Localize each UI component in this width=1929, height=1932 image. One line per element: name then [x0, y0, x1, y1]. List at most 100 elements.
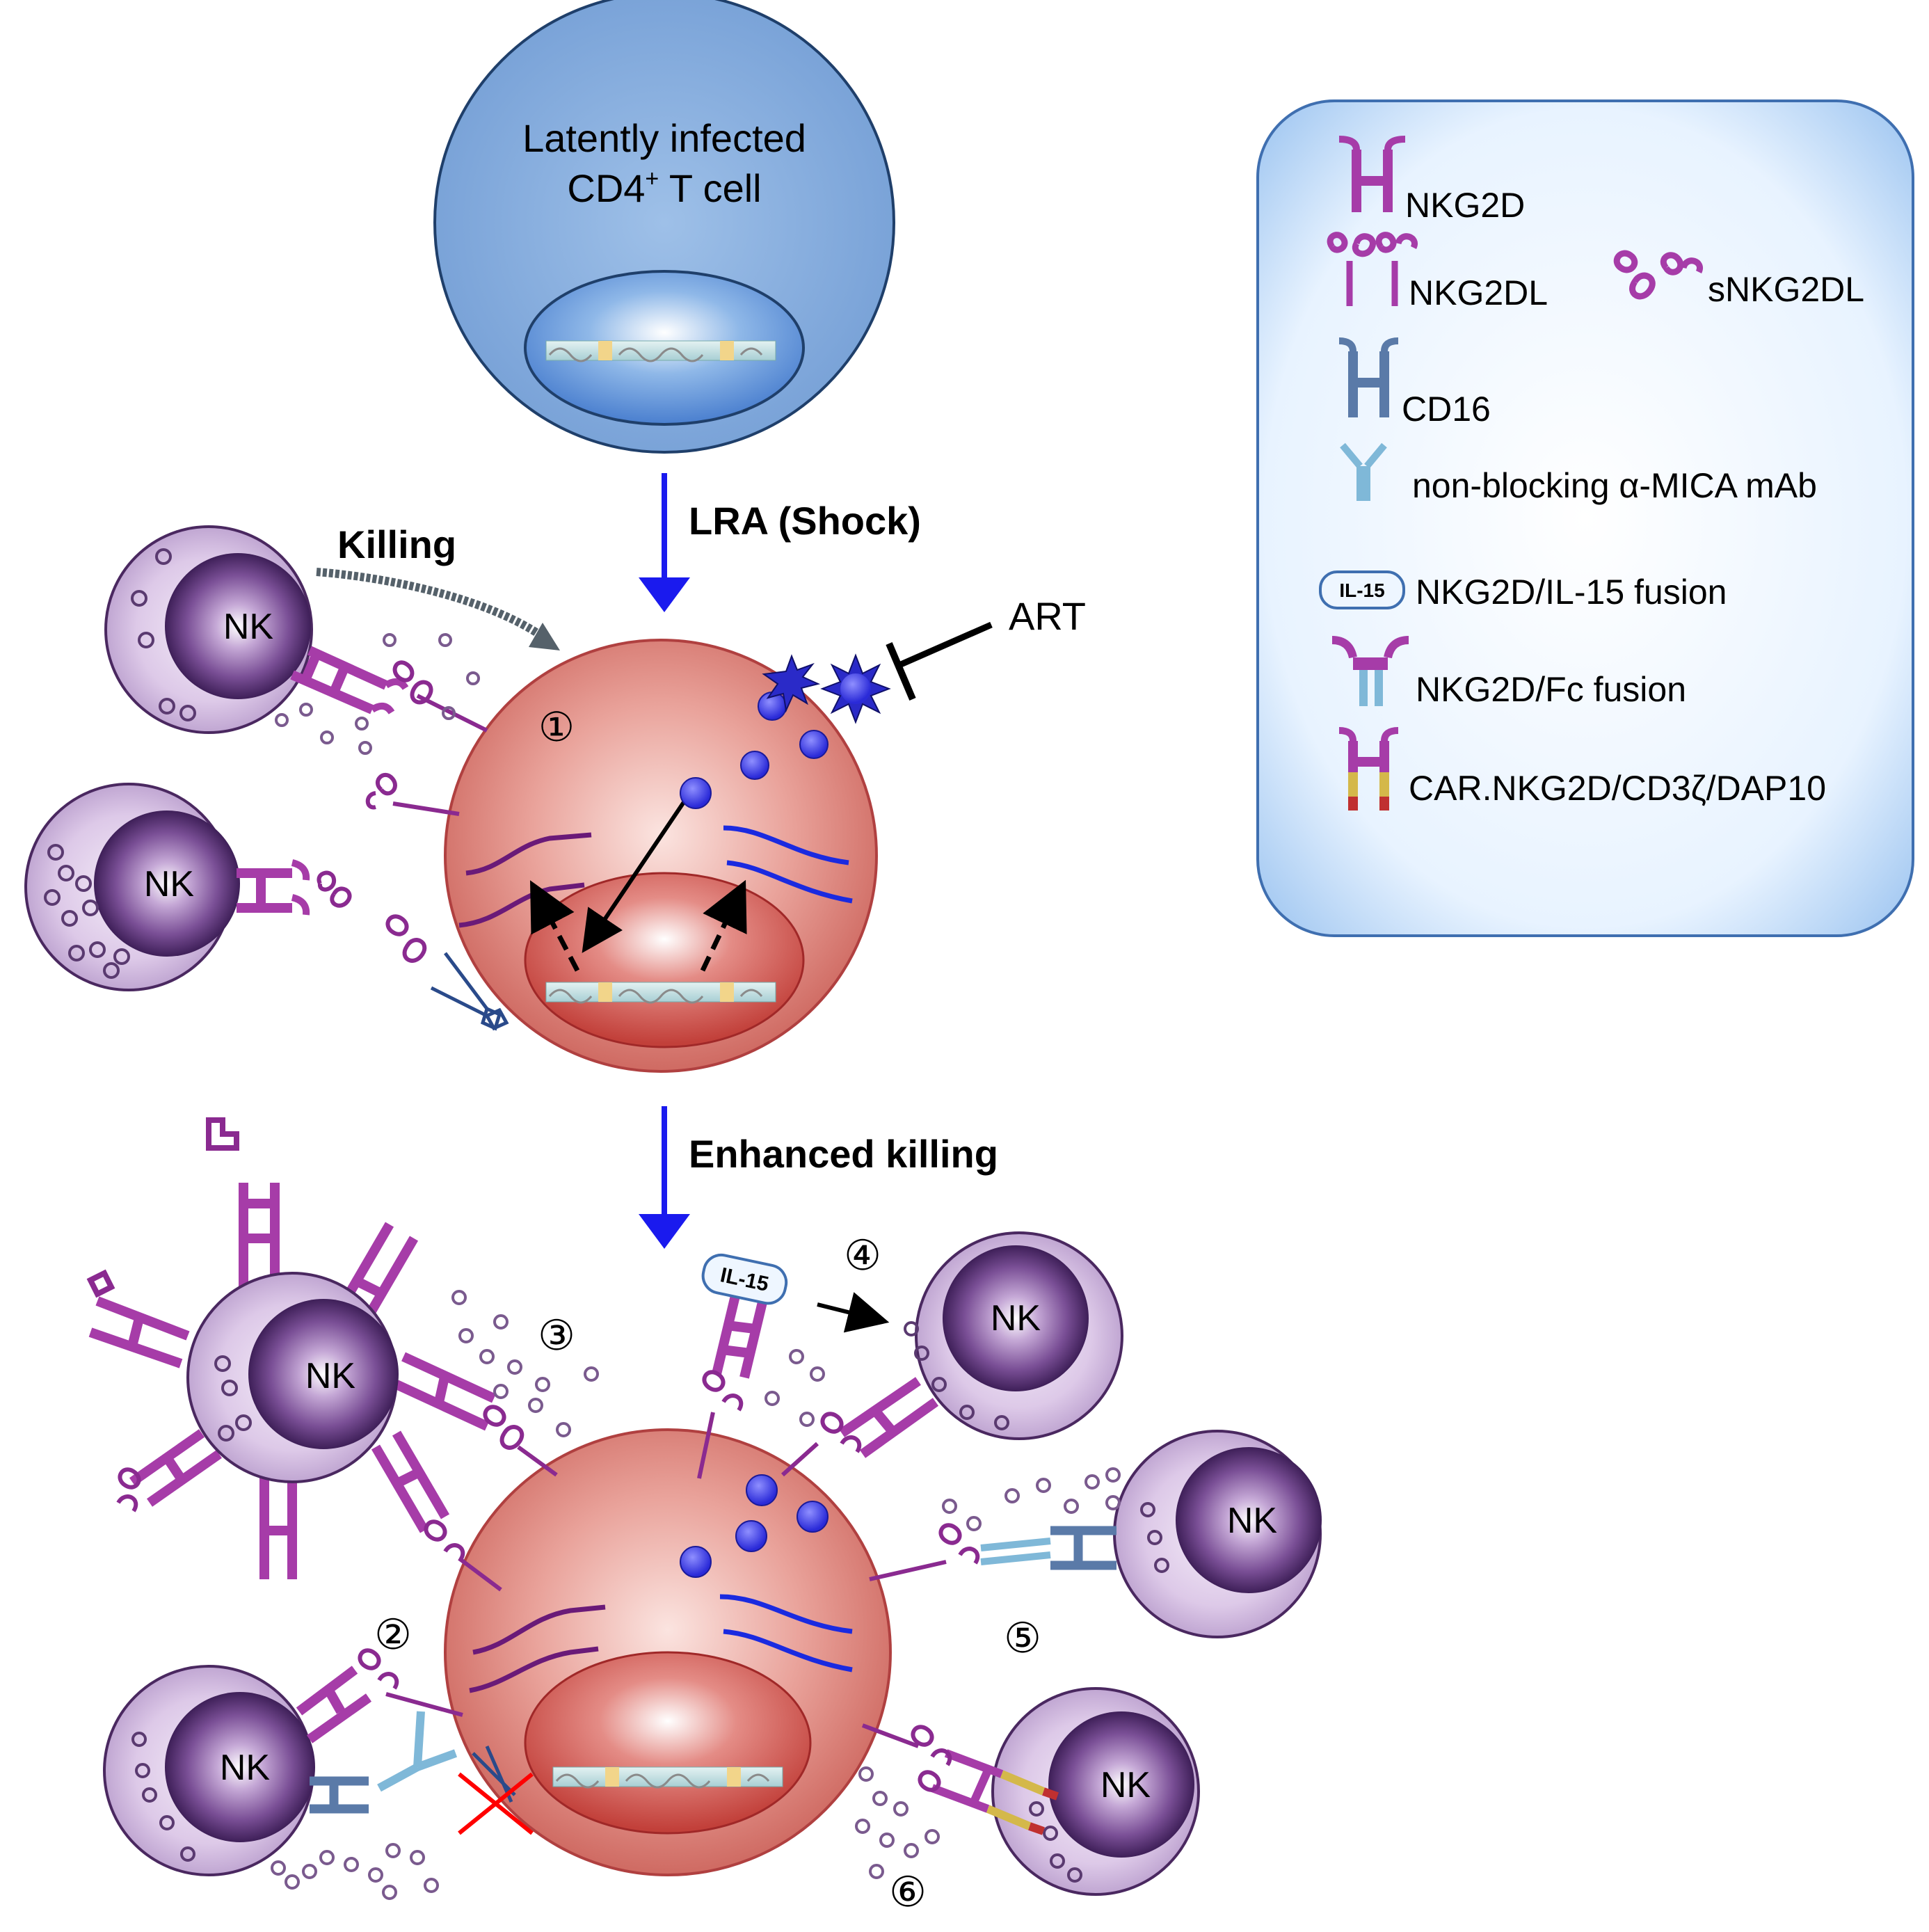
shed-fragment — [86, 1117, 239, 1298]
snkg2dl-bound — [317, 870, 352, 908]
nk-cell-4: NK — [904, 1231, 1123, 1440]
bottom-nucleus — [524, 1651, 812, 1835]
granules — [855, 1766, 940, 1879]
nkg2d-receptor — [237, 859, 310, 916]
provirus-dna — [545, 982, 776, 1004]
granules — [765, 1349, 825, 1427]
shock-arrow — [639, 473, 690, 612]
nkg2d-receptor — [296, 1666, 372, 1743]
granules — [271, 1843, 439, 1900]
cd16-receptor — [1050, 1526, 1116, 1570]
snkg2dl-bound — [358, 1648, 463, 1717]
legend-panel: NKG2D NKG2DL sNKG2DL CD16 non-blocking α… — [1256, 99, 1914, 937]
virion — [740, 751, 769, 780]
cd16-receptor — [310, 1776, 369, 1814]
nk-label: NK — [305, 1356, 356, 1396]
legend-car-label: CAR.NKG2D/CD3ζ/DAP10 — [1409, 769, 1826, 808]
legend-nkg2dl-icon — [1327, 232, 1418, 306]
mrna-purple-1 — [465, 832, 592, 876]
nkg2d-receptor-array — [88, 1183, 496, 1579]
car-nkg2d — [930, 1749, 1059, 1835]
legend-il15-icon: IL-15 — [1319, 570, 1405, 609]
nk-cell-mid-bottom: NK — [24, 783, 240, 991]
legend-nkg2dl-label: NKG2DL — [1409, 273, 1548, 312]
enhanced-killing-label: Enhanced killing — [689, 1132, 998, 1176]
virion — [799, 730, 829, 759]
dashed-arrow-right — [700, 879, 747, 972]
shed-snkg2dl — [385, 914, 427, 963]
marker-1: ① — [538, 705, 575, 750]
granules — [275, 633, 480, 755]
nk-label: NK — [991, 1298, 1041, 1339]
granules — [942, 1467, 1121, 1531]
legend-il15-tag: IL-15 — [1339, 580, 1384, 601]
alpha-mica-mab — [377, 1711, 458, 1792]
nkg2dl-ligand — [365, 772, 460, 816]
budding-virions — [762, 653, 891, 724]
legend-mab-icon — [1340, 442, 1387, 501]
nk-label: NK — [220, 1748, 271, 1788]
legend-car-icon — [1338, 727, 1399, 811]
virion — [797, 1501, 829, 1533]
il15-arrow — [817, 1292, 890, 1333]
art-inhibition — [886, 621, 993, 701]
enhanced-arrow — [639, 1106, 690, 1249]
killing-label: Killing — [337, 522, 456, 566]
latent-cell-title: Latently infected — [522, 116, 806, 160]
mrna-blue-1 — [723, 825, 849, 865]
nk-label: NK — [1100, 1765, 1151, 1805]
nkg2dl-ligand — [392, 660, 488, 733]
nkg2d-receptor — [290, 646, 409, 714]
legend-fc-fusion-label: NKG2D/Fc fusion — [1416, 670, 1686, 709]
legend-fc-fusion-icon — [1331, 636, 1409, 706]
provirus-dna — [552, 1766, 783, 1789]
virion — [735, 1520, 767, 1552]
nk-label: NK — [144, 864, 195, 904]
nk-label: NK — [223, 607, 274, 647]
marker-4: ④ — [844, 1232, 881, 1279]
dashed-arrow-left — [530, 880, 580, 972]
nk-cell-2: NK — [103, 1665, 315, 1876]
snkg2dl-bound — [869, 1523, 980, 1581]
snkg2dl-bound — [861, 1723, 952, 1766]
legend-cd16-icon — [1338, 337, 1399, 417]
legend-mab-label: non-blocking α-MICA mAb — [1412, 466, 1817, 505]
virion — [746, 1474, 778, 1506]
nkg2d-il15-fusion: IL-15 — [701, 1253, 788, 1379]
mrna-blue — [719, 1594, 853, 1634]
legend-il15-fusion-label: NKG2D/IL-15 fusion — [1416, 573, 1727, 612]
legend-snkg2dl-label: sNKG2DL — [1708, 270, 1864, 309]
mrna-blue-2 — [726, 860, 853, 904]
granules — [451, 1290, 599, 1437]
shock-label: LRA (Shock) — [689, 499, 921, 543]
virion — [680, 777, 712, 809]
snkg2dl-bound — [697, 1370, 744, 1479]
blocked-scissors-icon — [458, 1745, 534, 1835]
virion — [680, 1546, 712, 1578]
nk-cell-mid-top: NK — [104, 525, 313, 734]
target-cell-bottom — [444, 1428, 892, 1876]
reactivated-cell — [444, 639, 878, 1073]
scissors-icon — [430, 952, 509, 1031]
legend-snkg2dl-icon — [1613, 250, 1703, 300]
mrna-blue — [723, 1629, 853, 1672]
nkg2d-fc-fusion — [980, 1538, 1051, 1565]
mrna-purple — [469, 1646, 599, 1693]
solid-arrow — [582, 799, 687, 953]
legend-nkg2d-label: NKG2D — [1405, 186, 1525, 225]
marker-5: ⑤ — [1004, 1615, 1041, 1661]
snkg2dl-bound — [781, 1412, 862, 1477]
killing-arrow — [316, 568, 545, 640]
nk-cell-3: NK — [88, 1183, 496, 1579]
latent-infected-cell: Latently infected CD4+ T cell — [433, 0, 895, 454]
integrated-provirus-dna — [545, 340, 776, 362]
nk-cell-5: NK — [1113, 1430, 1322, 1638]
legend-nkg2d-icon — [1338, 136, 1406, 212]
art-label: ART — [1009, 594, 1086, 638]
marker-6: ⑥ — [889, 1869, 927, 1915]
mrna-purple — [472, 1604, 606, 1655]
nk-label: NK — [1227, 1501, 1278, 1541]
marker-2: ② — [374, 1611, 412, 1658]
snkg2dl-bound — [918, 1770, 941, 1792]
legend-cd16-label: CD16 — [1402, 390, 1491, 429]
